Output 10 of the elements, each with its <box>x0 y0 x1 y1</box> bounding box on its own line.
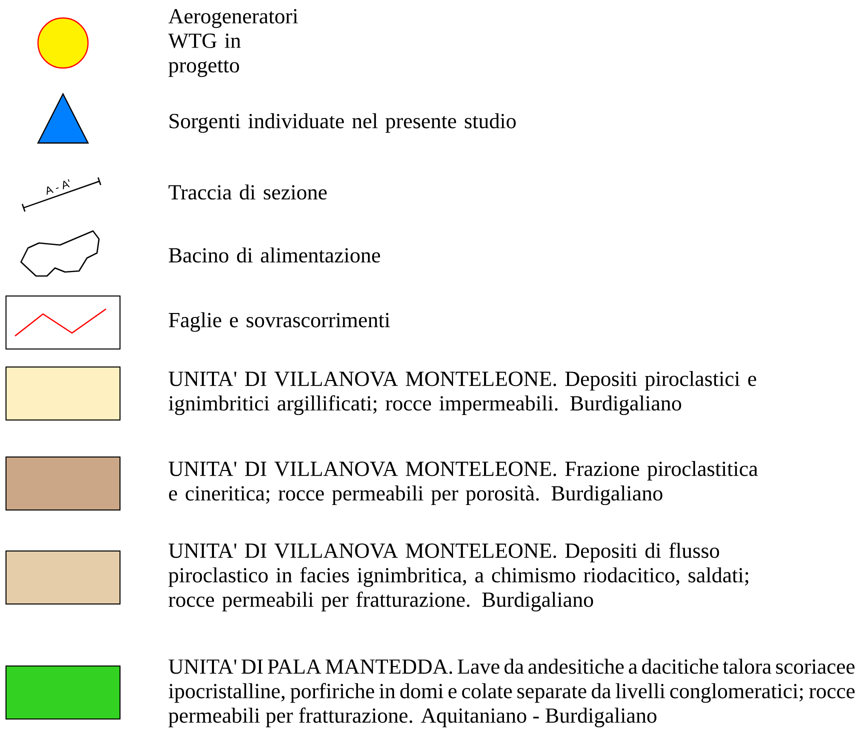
legend-text: UNITA' DI PALA MANTEDDA. Lave da andesitiche a dacitiche talora scoriacee ipocristalline, porfiriche in domi e colate separate da livelli conglomeratici; rocce permeabili per fratturazione. Aquitaniano - Burdigaliano <box>168 658 855 728</box>
legend-text: UNITA' DI VILLANOVA MONTELEONE. Frazione piroclastitica e cineritica; rocce permeabili per porosità. Burdigaliano <box>168 460 758 506</box>
legend-text: Aerogeneratori WTG in progetto <box>168 9 298 77</box>
section-label: A - A' <box>46 179 70 195</box>
legend-text: UNITA' DI VILLANOVA MONTELEONE. Depositi piroclastici e ignimbritici argillificati; rocce impermeabili. Burdigaliano <box>168 370 756 416</box>
legend-text: Bacino di alimentazione <box>168 247 380 263</box>
legend-text: UNITA' DI VILLANOVA MONTELEONE. Depositi di flusso piroclastico in facies ignimbritica, a chimismo riodacitico, saldati; rocce permeabili per fratturazione. Burdigaliano <box>168 542 748 612</box>
legend-text: Sorgenti individuate nel presente studio <box>170 113 516 133</box>
legend-text: Traccia di sezione <box>168 184 327 200</box>
legend-text: Faglie e sovrascorrimenti <box>168 312 390 332</box>
